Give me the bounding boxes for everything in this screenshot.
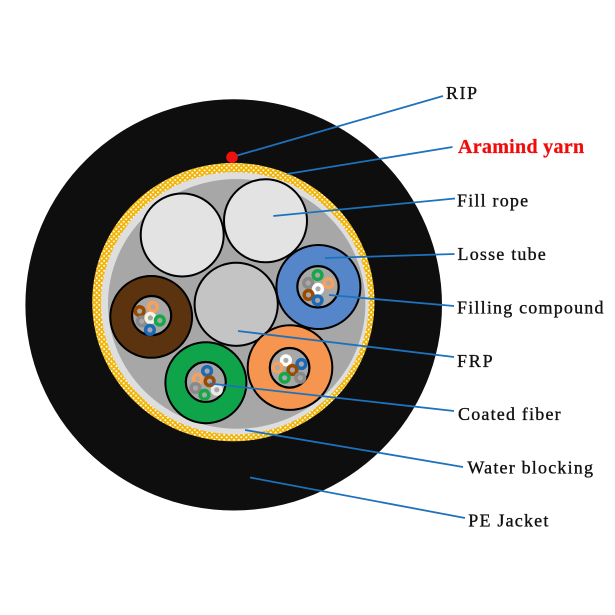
svg-text:Fill rope: Fill rope (457, 191, 529, 211)
svg-text:Water blocking: Water blocking (467, 457, 594, 477)
svg-text:PE Jacket: PE Jacket (468, 511, 549, 531)
svg-text:FRP: FRP (457, 351, 494, 371)
svg-text:Filling compound: Filling compound (457, 297, 605, 317)
svg-text:Losse tube: Losse tube (458, 244, 547, 264)
svg-text:Coated fiber: Coated fiber (458, 404, 562, 424)
svg-text:Aramind yarn: Aramind yarn (458, 136, 584, 158)
svg-text:RIP: RIP (446, 83, 479, 103)
